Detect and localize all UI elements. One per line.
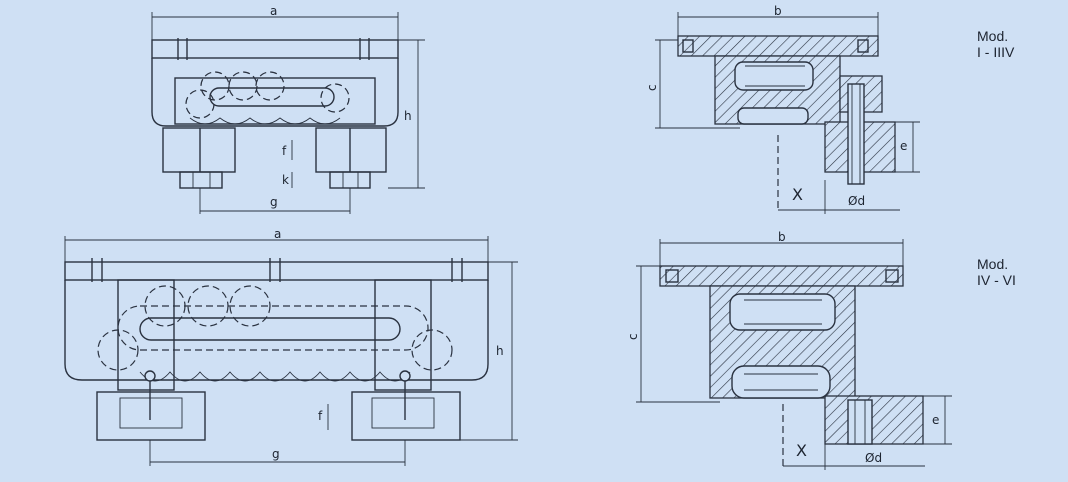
- dim-x2-label: X: [796, 441, 807, 460]
- dim-k-label: k: [282, 173, 289, 187]
- dim-f-label: f: [282, 144, 287, 158]
- side-view-small: a h g: [151, 4, 425, 214]
- dim-g-label: g: [270, 195, 278, 209]
- model-label-upper: Mod. I - IIIV: [977, 28, 1014, 60]
- dim-g2-label: g: [272, 447, 280, 461]
- dim-h2-label: h: [496, 344, 504, 358]
- section-view-large: b c e X Ød: [626, 230, 952, 470]
- dim-e2-label: e: [932, 413, 939, 427]
- dim-b-label: b: [774, 4, 782, 18]
- model-label-lower-line1: Mod.: [977, 256, 1009, 272]
- model-label-upper-line1: Mod.: [977, 28, 1009, 44]
- side-view-large: a h g: [64, 227, 518, 466]
- dim-a2-label: a: [274, 227, 281, 241]
- dim-c2-label: c: [626, 333, 640, 340]
- dim-c-label: c: [645, 84, 659, 91]
- dim-e-label: e: [900, 139, 907, 153]
- dim-d-label: Ød: [848, 194, 865, 208]
- dim-b2-label: b: [778, 230, 786, 244]
- model-label-lower: Mod. IV - VI: [977, 256, 1016, 288]
- dim-a-label: a: [270, 4, 277, 18]
- dim-x-label: X: [792, 185, 803, 204]
- model-label-upper-line2: I - IIIV: [977, 44, 1015, 60]
- dim-h-label: h: [404, 109, 412, 123]
- dim-f2-label: f: [318, 409, 323, 423]
- dim-d2-label: Ød: [865, 451, 882, 465]
- section-view-small: b c e X Ød: [645, 4, 920, 214]
- model-label-lower-line2: IV - VI: [977, 272, 1016, 288]
